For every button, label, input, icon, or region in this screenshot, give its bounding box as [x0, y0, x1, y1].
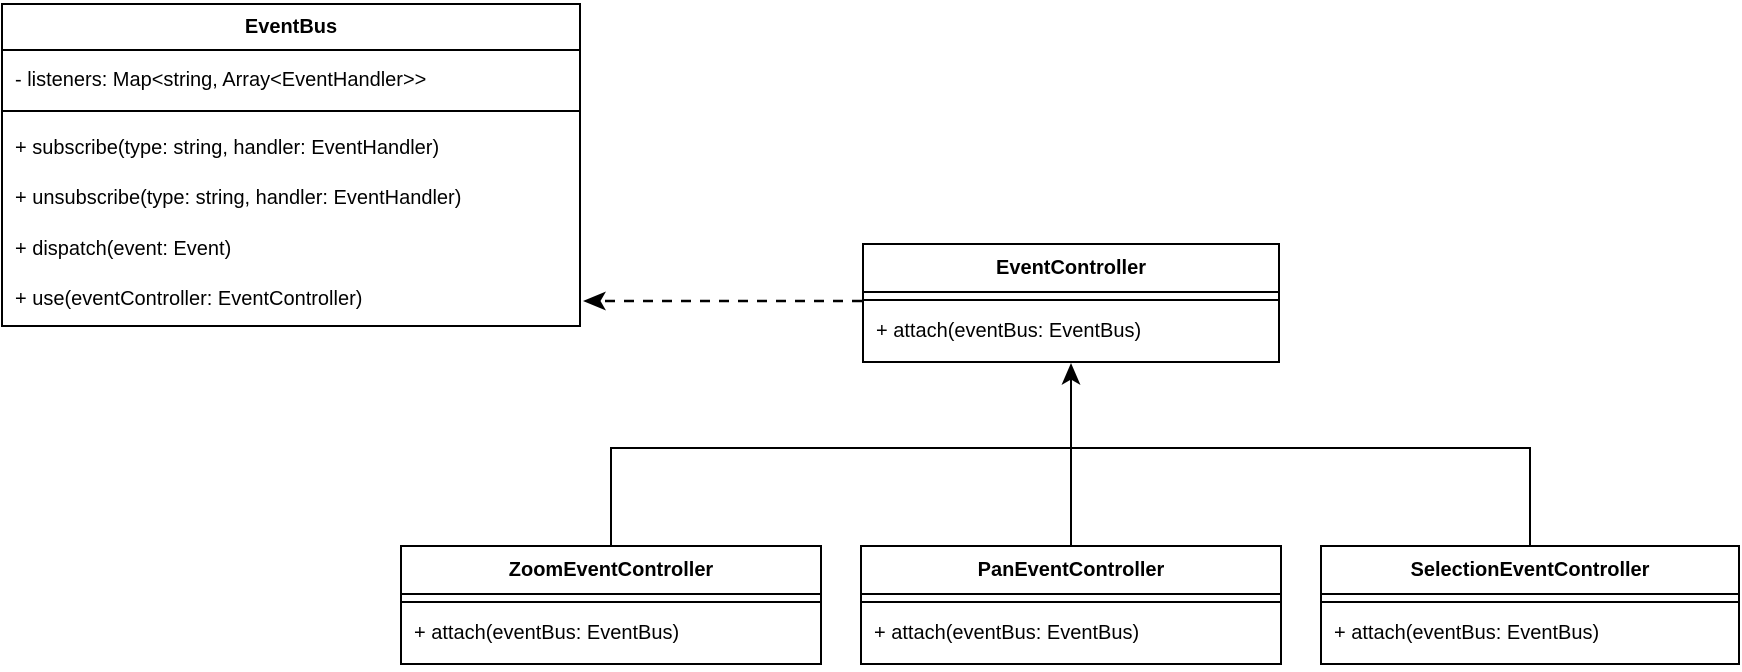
class-selectioneventcontroller[interactable]: SelectionEventController + attach(eventB…	[1320, 545, 1740, 665]
class-eventcontroller-methods: + attach(eventBus: EventBus)	[864, 301, 1278, 361]
inheritance-lines[interactable]	[610, 378, 1531, 545]
class-selectioneventcontroller-methods: + attach(eventBus: EventBus)	[1322, 603, 1738, 663]
method-attach: + attach(eventBus: EventBus)	[1334, 621, 1600, 644]
class-paneventcontroller-methods: + attach(eventBus: EventBus)	[862, 603, 1280, 663]
class-selectioneventcontroller-title: SelectionEventController	[1322, 547, 1738, 595]
class-zoomeventcontroller[interactable]: ZoomEventController + attach(eventBus: E…	[400, 545, 822, 665]
class-zoomeventcontroller-attributes	[402, 595, 820, 603]
class-eventbus[interactable]: EventBus - listeners: Map<string, Array<…	[1, 3, 581, 327]
class-paneventcontroller[interactable]: PanEventController + attach(eventBus: Ev…	[860, 545, 1282, 665]
class-eventcontroller-title: EventController	[864, 245, 1278, 293]
inheritance-arrowhead-icon	[1061, 363, 1081, 385]
dependency-arrowhead-icon	[583, 291, 606, 311]
class-paneventcontroller-title: PanEventController	[862, 547, 1280, 595]
dependency-edge-eventcontroller-to-eventbus[interactable]	[583, 291, 862, 311]
class-eventcontroller-attributes	[864, 293, 1278, 301]
class-eventbus-methods: + subscribe(type: string, handler: Event…	[3, 112, 579, 325]
class-paneventcontroller-attributes	[862, 595, 1280, 603]
inheritance-edge-controllers-to-eventcontroller[interactable]	[610, 363, 1531, 545]
method-attach: + attach(eventBus: EventBus)	[414, 621, 680, 644]
class-eventbus-attributes: - listeners: Map<string, Array<EventHand…	[3, 51, 579, 112]
attribute-listeners: - listeners: Map<string, Array<EventHand…	[15, 69, 427, 91]
method-dispatch: + dispatch(event: Event)	[15, 237, 232, 260]
method-unsubscribe: + unsubscribe(type: string, handler: Eve…	[15, 187, 462, 210]
method-attach: + attach(eventBus: EventBus)	[876, 319, 1142, 342]
class-selectioneventcontroller-attributes	[1322, 595, 1738, 603]
class-eventbus-title: EventBus	[3, 5, 579, 51]
method-use: + use(eventController: EventController)	[15, 288, 363, 311]
method-subscribe: + subscribe(type: string, handler: Event…	[15, 136, 440, 159]
class-eventcontroller[interactable]: EventController + attach(eventBus: Event…	[862, 243, 1280, 363]
method-attach: + attach(eventBus: EventBus)	[874, 621, 1140, 644]
class-zoomeventcontroller-title: ZoomEventController	[402, 547, 820, 595]
class-zoomeventcontroller-methods: + attach(eventBus: EventBus)	[402, 603, 820, 663]
